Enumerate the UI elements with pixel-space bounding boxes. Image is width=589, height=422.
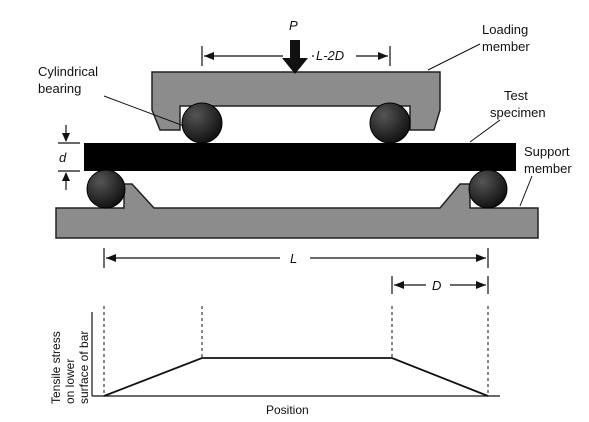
upper-left-bearing [181,102,223,144]
force-arrow-head [282,58,308,74]
graph-y-label: Tensile stress on lower surface of bar [49,331,91,404]
inner-span-label: L-2D [316,48,344,63]
lower-right-bearing [468,169,508,209]
offset-dimension: D [391,276,489,294]
force-arrow-shaft [290,40,300,60]
loading-member-label-2: member [482,39,530,54]
stress-graph: Position Tensile stress on lower surface… [49,306,500,417]
thickness-label: d [59,150,67,165]
test-specimen-bar [84,143,516,171]
inner-span-dimension: L-2D [201,46,391,66]
svg-text:surface of bar: surface of bar [77,331,91,404]
cylindrical-bearing-label-1: Cylindrical [38,64,98,79]
cylindrical-bearing-label-2: bearing [38,81,81,96]
outer-span-label: L [290,251,297,266]
svg-text:Tensile stress: Tensile stress [49,331,63,404]
force-label: P [289,18,298,33]
graph-x-label: Position [266,403,309,417]
support-member [55,183,539,239]
lower-left-bearing [86,169,126,209]
test-specimen-callout: Test specimen [469,88,546,143]
loading-member-label-1: Loading [482,22,528,37]
support-member-label-1: Support [524,144,570,159]
test-specimen-label-2: specimen [490,105,546,120]
outer-span-dimension: L [103,248,489,268]
support-member-callout: Support member [519,144,572,207]
support-member-label-2: member [524,161,572,176]
stress-profile-line [103,357,489,397]
offset-label: D [432,278,441,293]
upper-right-bearing [369,102,411,144]
loading-member [151,71,441,131]
cylindrical-bearing-callout: Cylindrical bearing [38,64,185,127]
test-specimen-label-1: Test [504,88,528,103]
loading-member-callout: Loading member [427,22,530,71]
thickness-dimension: d [58,125,80,190]
svg-text:on lower: on lower [63,359,77,404]
